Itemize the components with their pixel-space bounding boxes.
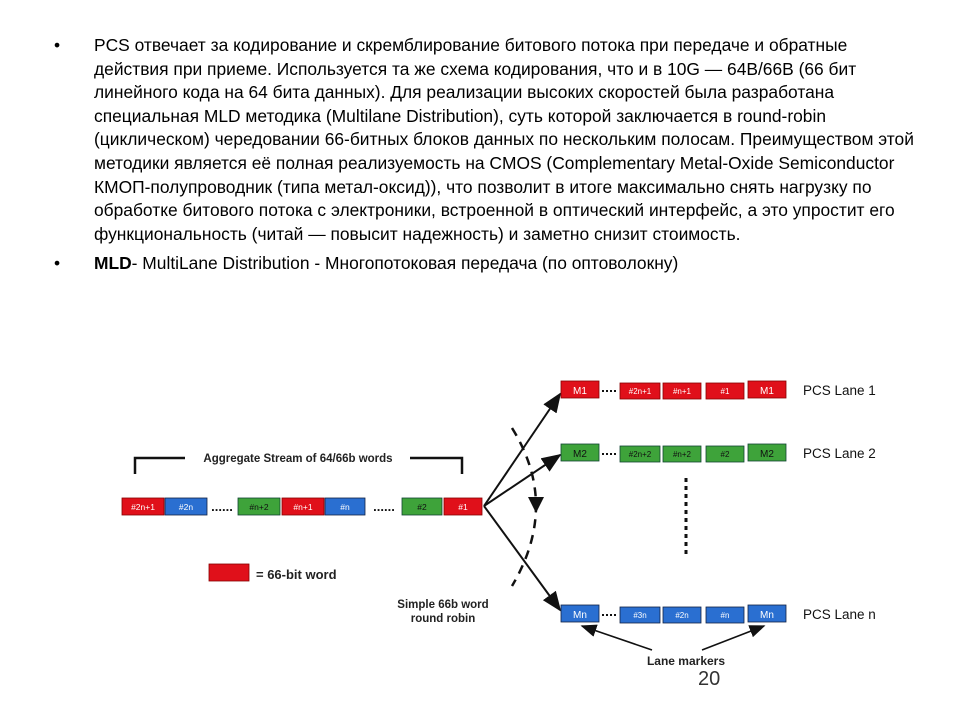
bullet-text: - MultiLane Distribution - Многопотокова… <box>131 253 679 274</box>
distribution-arrows <box>483 392 562 612</box>
lane-block-label: #n+2 <box>673 450 692 459</box>
lane-marker-label: M2 <box>573 449 587 460</box>
arrow-to-lane-n <box>483 505 562 612</box>
lane-name: PCS Lane 2 <box>803 446 876 461</box>
lane-block-label: #n+1 <box>673 387 692 396</box>
lane-block <box>662 445 702 463</box>
lane-block <box>705 382 745 400</box>
lane-marker-end <box>747 380 787 399</box>
bullet-mld: • MLD- MultiLane Distribution - Многопот… <box>52 252 914 276</box>
stream-block-label: #n <box>340 502 350 512</box>
lane-block <box>705 445 745 463</box>
stream-block <box>324 497 366 516</box>
lane-block-label: #2n+2 <box>629 450 652 459</box>
round-robin-label: round robin <box>411 613 476 625</box>
lane-block <box>705 606 745 624</box>
lane-block-label: #2 <box>721 450 730 459</box>
lane-marker-end <box>747 443 787 462</box>
lane-name: PCS Lane 1 <box>803 383 876 398</box>
lane-marker-label: Mn <box>573 610 587 621</box>
page-number: 20 <box>698 668 721 690</box>
lane-block-label: #3n <box>633 611 646 620</box>
stream-block <box>401 497 443 516</box>
round-robin-arrow-head <box>528 497 544 513</box>
lane-marker-label: Mn <box>760 610 774 621</box>
arrow-to-lane-2 <box>483 453 562 507</box>
stream-block <box>164 497 208 516</box>
lane-block-label: #2n+1 <box>629 387 652 396</box>
bullet-marker: • <box>54 35 61 55</box>
aggregate-stream: #2n+1 #2n ...... #n+2 #n+1 #n ...... #2 … <box>121 497 483 516</box>
lane-block-label: #n <box>721 611 730 620</box>
arrow-to-lane-1 <box>483 392 562 507</box>
stream-block <box>237 497 281 516</box>
lane-marker-label: M1 <box>573 386 587 397</box>
bullet-marker: • <box>54 253 61 274</box>
lane-marker-label: M1 <box>760 386 774 397</box>
pcs-lane-n: Mn #3n #2n #n Mn PCS Lane n <box>560 604 876 624</box>
stream-block <box>443 497 483 516</box>
lane-block <box>619 382 661 400</box>
legend-text: = 66-bit word <box>256 567 337 582</box>
bullet-list: • PCS отвечает за кодирование и скрембли… <box>52 34 914 282</box>
lane-marker-arrow-right <box>701 625 766 651</box>
lane-marker-start <box>560 380 600 399</box>
stream-block-label: #2 <box>417 502 427 512</box>
stream-block <box>121 497 165 516</box>
lane-block <box>662 606 702 624</box>
bullet-bold-term: MLD <box>94 253 132 274</box>
lane-block-label: #1 <box>721 387 730 396</box>
legend-swatch <box>208 563 250 582</box>
aggregate-bracket <box>133 456 464 474</box>
lane-block <box>662 382 702 400</box>
lane-block <box>619 445 661 463</box>
lane-marker-arrow-left <box>580 624 653 651</box>
round-robin-label: Simple 66b word <box>397 599 488 611</box>
lane-block-label: #2n <box>675 611 688 620</box>
stream-ellipsis: ...... <box>211 499 233 514</box>
stream-block-label: #1 <box>458 502 468 512</box>
lane-marker-start <box>560 443 600 462</box>
stream-block <box>281 497 325 516</box>
stream-ellipsis: ...... <box>373 499 395 514</box>
lane-block <box>619 606 661 624</box>
stream-block-label: #n+2 <box>249 502 268 512</box>
stream-block-label: #2n+1 <box>131 502 155 512</box>
lane-name: PCS Lane n <box>803 607 876 622</box>
lane-markers-label: Lane markers <box>647 654 725 668</box>
pcs-lane-1: M1 #2n+1 #n+1 #1 M1 PCS Lane 1 <box>560 380 876 400</box>
stream-block-label: #2n <box>179 502 193 512</box>
lane-marker-start <box>560 604 600 623</box>
lane-marker-label: M2 <box>760 449 774 460</box>
bullet-pcs: • PCS отвечает за кодирование и скрембли… <box>52 34 914 246</box>
pcs-lane-2: M2 #2n+2 #n+2 #2 M2 PCS Lane 2 <box>560 443 876 463</box>
bullet-text: PCS отвечает за кодирование и скремблиро… <box>94 35 914 244</box>
stream-block-label: #n+1 <box>293 502 312 512</box>
lane-marker-end <box>747 604 787 623</box>
aggregate-title: Aggregate Stream of 64/66b words <box>203 453 392 465</box>
